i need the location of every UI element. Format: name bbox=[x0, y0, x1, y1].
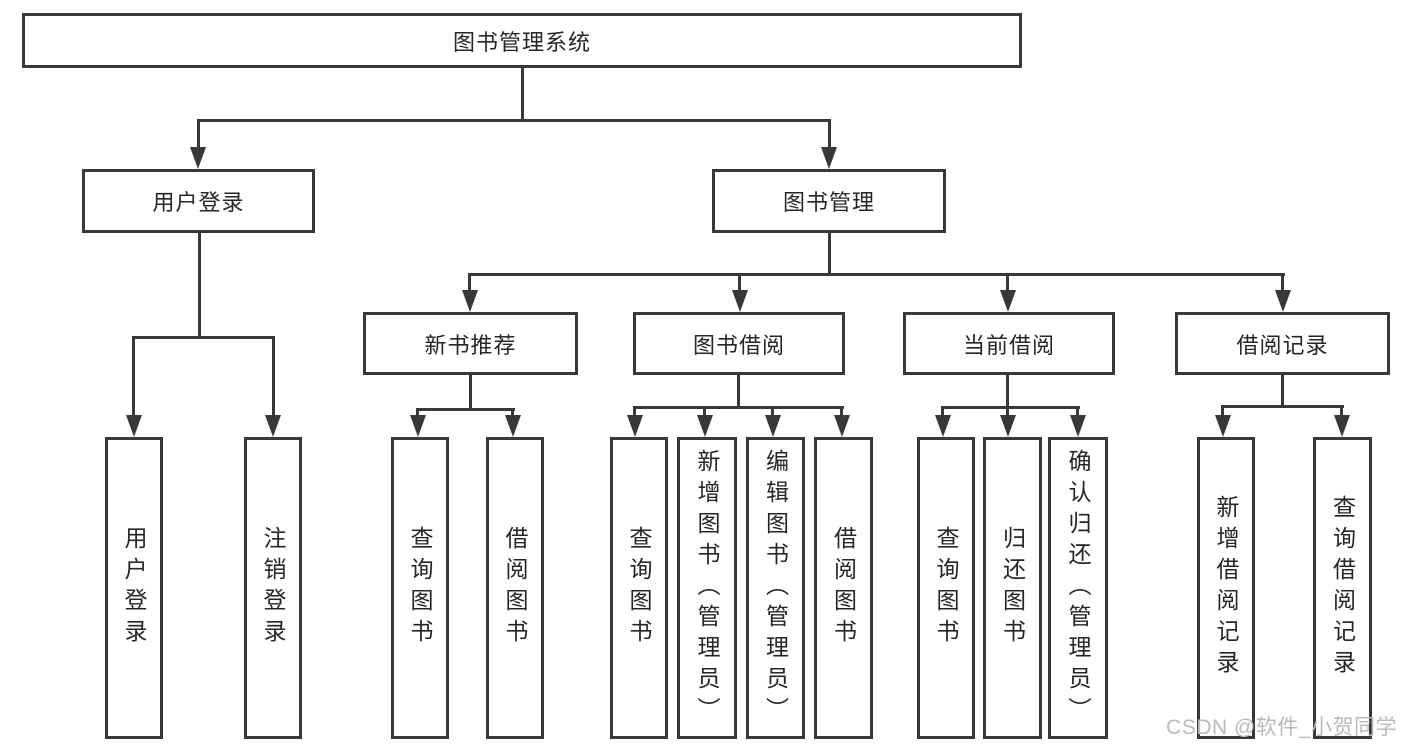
node-new-book-recommend: 新书推荐 bbox=[363, 312, 578, 375]
arrow-down-icon bbox=[1000, 415, 1016, 437]
connector-line bbox=[521, 68, 524, 119]
connector-line bbox=[737, 375, 740, 406]
arrow-down-icon bbox=[1070, 415, 1086, 437]
connector-line bbox=[1281, 273, 1284, 292]
node-book-management: 图书管理 bbox=[712, 169, 946, 233]
connector-line bbox=[468, 273, 471, 292]
connector-line bbox=[1006, 375, 1009, 406]
connector-line bbox=[1221, 405, 1344, 408]
connector-line bbox=[132, 336, 275, 339]
connector-line bbox=[738, 273, 741, 292]
arrow-down-icon bbox=[410, 415, 426, 437]
leaf-edit-books-admin: 编辑图书（管理员） bbox=[746, 437, 805, 739]
leaf-user-login: 用户登录 bbox=[105, 437, 163, 739]
arrow-down-icon bbox=[1215, 415, 1231, 437]
connector-line bbox=[703, 406, 706, 417]
connector-line bbox=[633, 406, 636, 417]
leaf-confirm-return-admin: 确认归还（管理员） bbox=[1048, 437, 1108, 739]
arrow-down-icon bbox=[1334, 415, 1350, 437]
arrow-down-icon bbox=[462, 290, 478, 312]
connector-line bbox=[1221, 405, 1224, 417]
leaf-logout: 注销登录 bbox=[244, 437, 302, 739]
arrow-down-icon bbox=[697, 415, 713, 437]
connector-line bbox=[1006, 273, 1009, 292]
node-borrowing-records: 借阅记录 bbox=[1175, 312, 1390, 375]
arrow-down-icon bbox=[732, 290, 748, 312]
connector-line bbox=[416, 408, 515, 411]
arrow-down-icon bbox=[265, 415, 281, 437]
connector-line bbox=[132, 336, 135, 417]
connector-line bbox=[469, 375, 472, 408]
connector-line bbox=[941, 406, 944, 417]
connector-line bbox=[511, 408, 514, 417]
leaf-add-borrow-record: 新增借阅记录 bbox=[1197, 437, 1255, 739]
connector-line bbox=[1340, 405, 1343, 417]
arrow-down-icon bbox=[1275, 290, 1291, 312]
arrow-down-icon bbox=[1000, 290, 1016, 312]
leaf-query-books-current: 查询图书 bbox=[917, 437, 975, 739]
node-user-login: 用户登录 bbox=[82, 169, 315, 233]
arrow-down-icon bbox=[765, 415, 781, 437]
connector-line bbox=[197, 119, 200, 149]
arrow-down-icon bbox=[834, 415, 850, 437]
connector-line bbox=[828, 119, 831, 149]
leaf-query-books-borrowing: 查询图书 bbox=[610, 437, 668, 739]
leaf-add-books-admin: 新增图书（管理员） bbox=[677, 437, 737, 739]
connector-line bbox=[941, 406, 1080, 409]
connector-line bbox=[468, 273, 1285, 276]
node-current-borrowing: 当前借阅 bbox=[903, 312, 1115, 375]
node-book-borrowing: 图书借阅 bbox=[633, 312, 845, 375]
connector-line bbox=[633, 406, 844, 409]
connector-line bbox=[197, 119, 831, 122]
connector-line bbox=[840, 406, 843, 417]
arrow-down-icon bbox=[505, 415, 521, 437]
connector-line bbox=[1006, 406, 1009, 417]
arrow-down-icon bbox=[821, 147, 837, 169]
connector-line bbox=[272, 336, 275, 417]
connector-line bbox=[771, 406, 774, 417]
connector-line bbox=[1281, 375, 1284, 405]
connector-line bbox=[198, 233, 201, 336]
arrow-down-icon bbox=[126, 415, 142, 437]
connector-line bbox=[416, 408, 419, 417]
arrow-down-icon bbox=[935, 415, 951, 437]
leaf-borrow-books: 借阅图书 bbox=[814, 437, 873, 739]
arrow-down-icon bbox=[627, 415, 643, 437]
leaf-query-books-recommend: 查询图书 bbox=[391, 437, 449, 739]
arrow-down-icon bbox=[190, 147, 206, 169]
leaf-borrow-books-recommend: 借阅图书 bbox=[486, 437, 544, 739]
leaf-query-borrow-record: 查询借阅记录 bbox=[1313, 437, 1372, 739]
connector-line bbox=[1076, 406, 1079, 417]
connector-line bbox=[828, 233, 831, 273]
watermark: CSDN @软件_小贺同学 bbox=[1166, 716, 1397, 739]
node-library-management-system: 图书管理系统 bbox=[22, 13, 1022, 68]
leaf-return-books: 归还图书 bbox=[983, 437, 1042, 739]
